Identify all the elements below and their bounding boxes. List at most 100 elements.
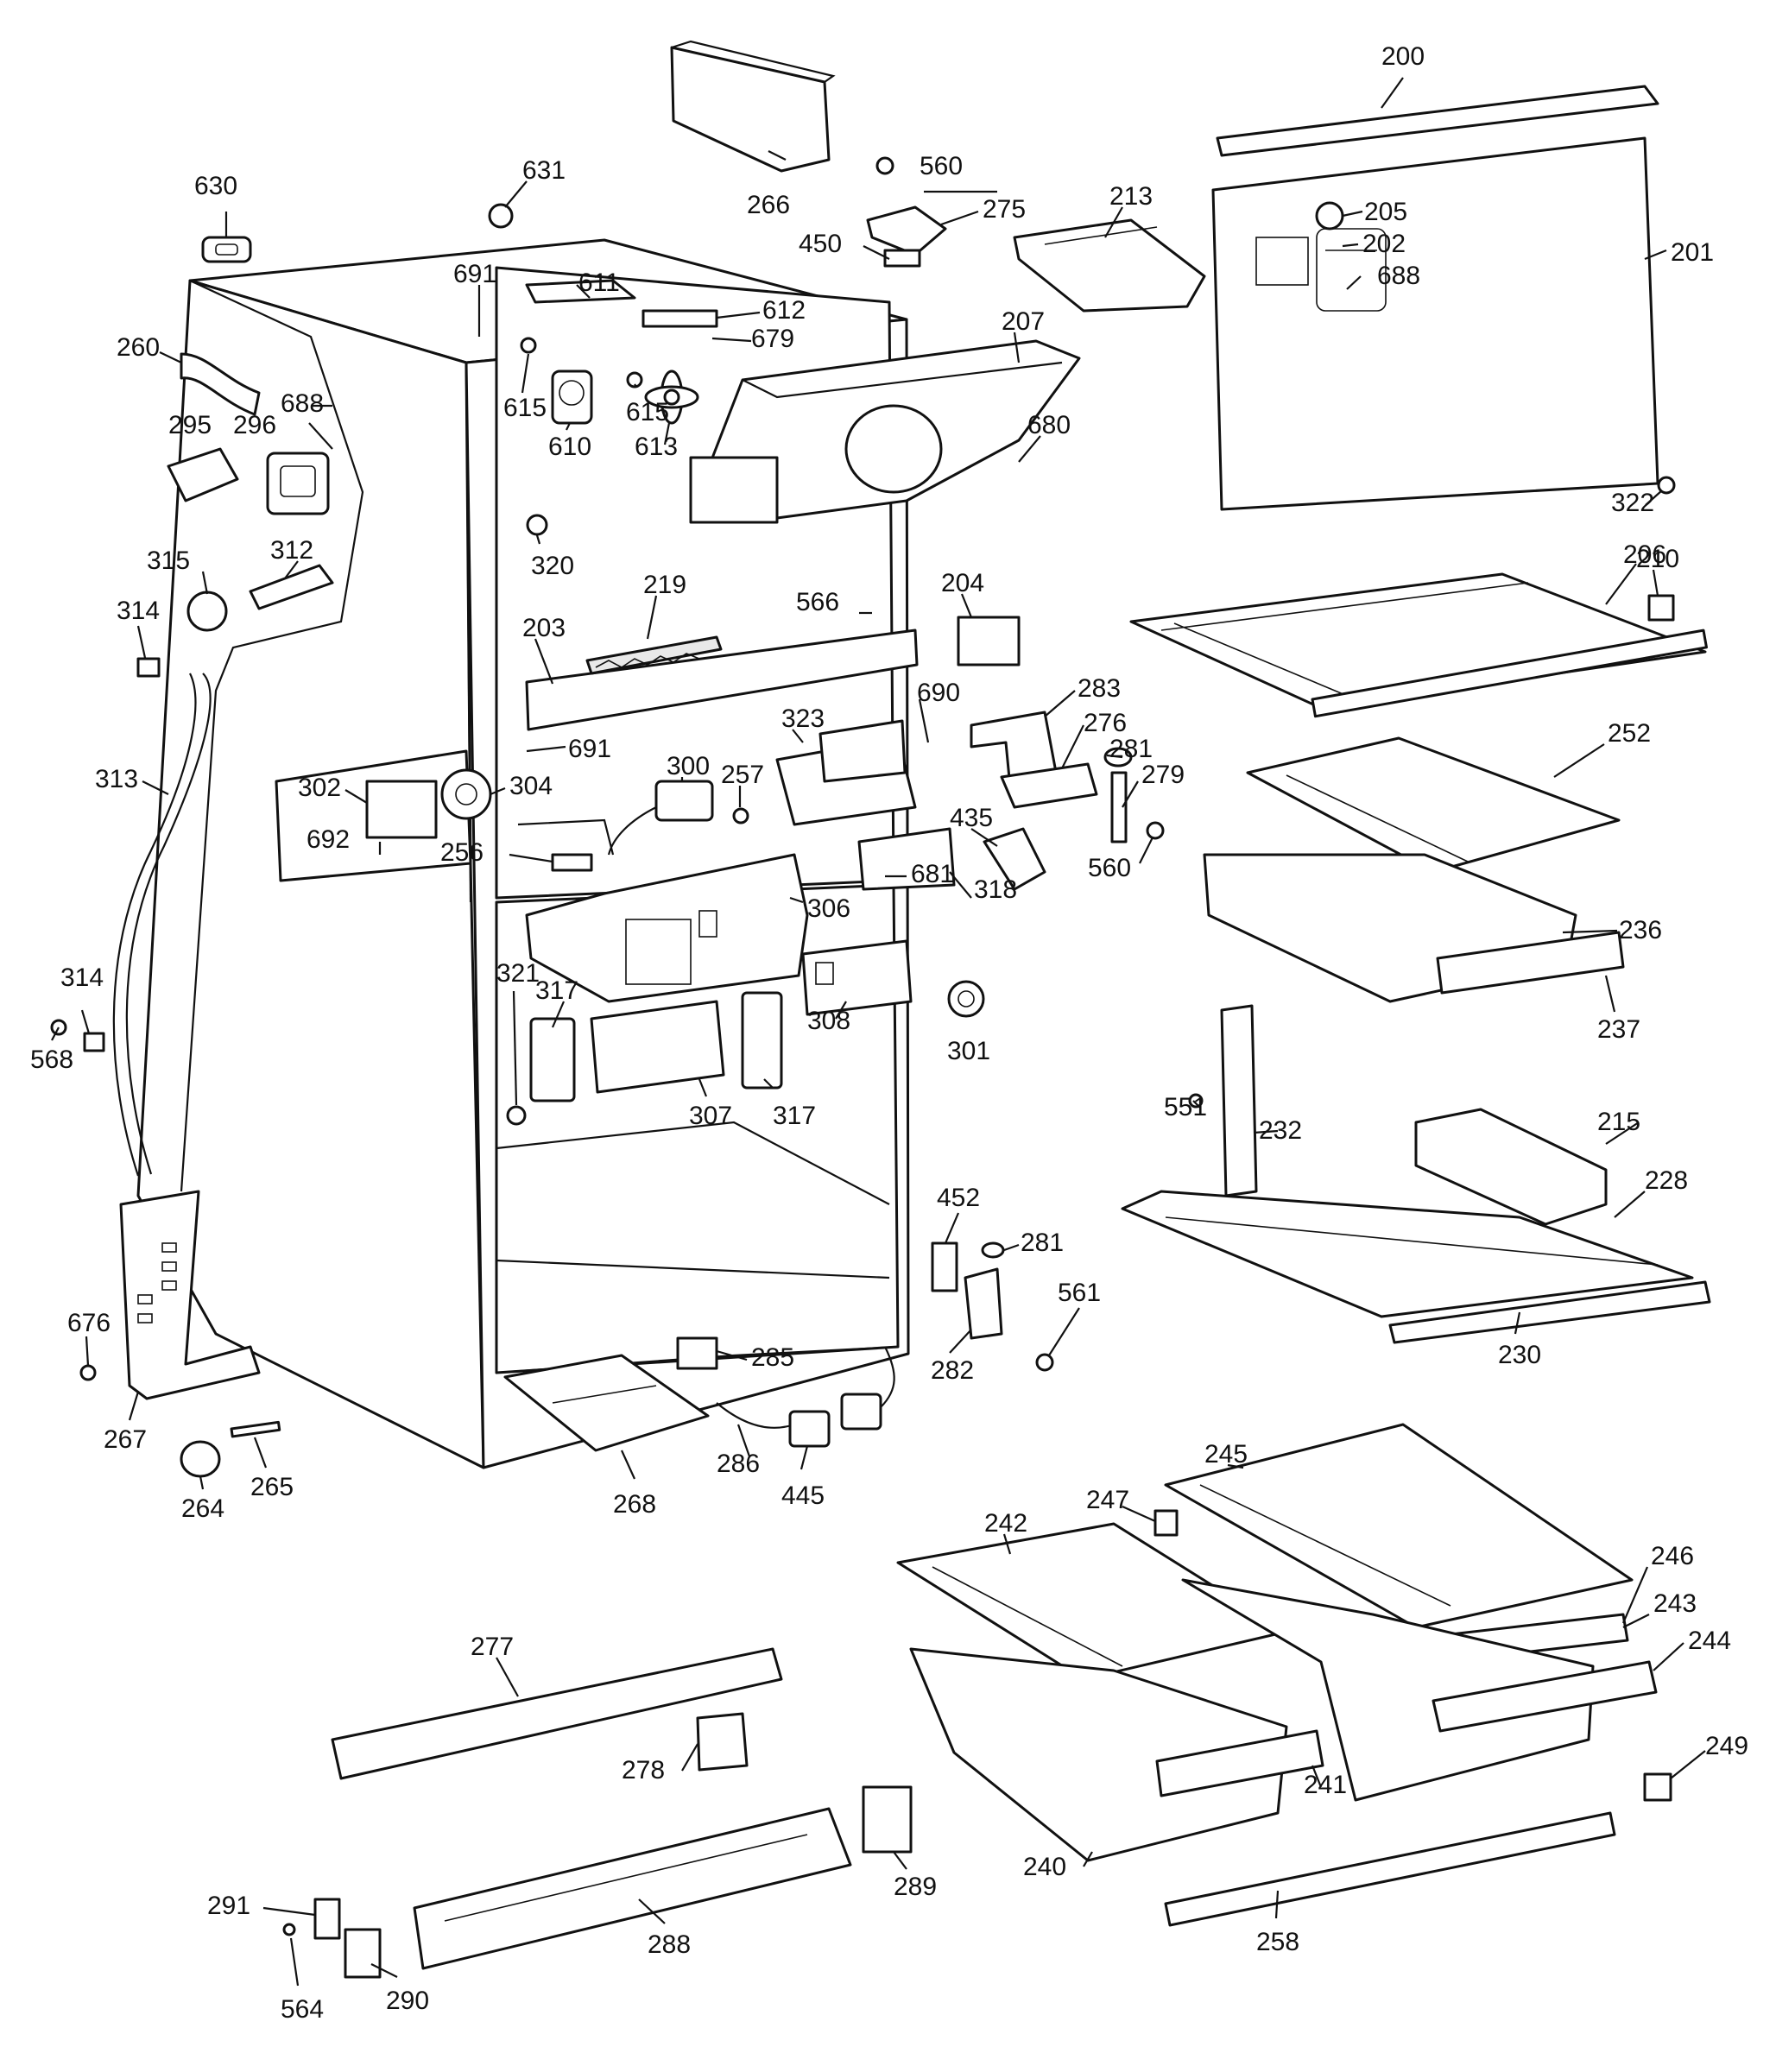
callout-312: 312 [270, 536, 314, 565]
part-302-housing [365, 780, 438, 839]
callout-320: 320 [531, 552, 575, 580]
callout-232: 232 [1259, 1116, 1303, 1145]
part-219 [585, 635, 723, 675]
part-266 [670, 46, 831, 173]
callout-290: 290 [386, 1987, 430, 2015]
part-452 [931, 1241, 958, 1292]
callout-245: 245 [1204, 1440, 1248, 1469]
part-300 [654, 780, 714, 822]
callout-452: 452 [937, 1184, 981, 1212]
part-631 [488, 203, 514, 229]
part-615-left [520, 337, 537, 354]
part-561 [1035, 1353, 1054, 1372]
callout-690: 690 [917, 679, 961, 707]
part-215 [1414, 1108, 1608, 1226]
callout-568: 568 [30, 1045, 74, 1074]
callout-219: 219 [643, 571, 687, 599]
callout-288: 288 [648, 1930, 692, 1959]
callout-307: 307 [689, 1102, 733, 1130]
callout-302: 302 [298, 774, 342, 802]
callout-202: 202 [1362, 230, 1406, 258]
callout-278: 278 [622, 1756, 666, 1785]
part-244 [1432, 1660, 1658, 1733]
part-306 [525, 853, 809, 1003]
part-277 [331, 1647, 783, 1780]
part-282 [964, 1267, 1003, 1340]
callout-252: 252 [1608, 719, 1652, 748]
part-241 [1155, 1729, 1324, 1797]
callout-692: 692 [307, 825, 351, 854]
callout-200: 200 [1381, 42, 1425, 71]
part-318 [857, 827, 956, 891]
callout-322: 322 [1611, 489, 1655, 517]
part-275 [866, 205, 947, 256]
part-295 [167, 447, 239, 502]
part-322 [1657, 476, 1676, 495]
callout-688: 688 [1377, 262, 1421, 290]
part-317-right [741, 991, 783, 1090]
callout-236: 236 [1619, 916, 1663, 944]
callout-282: 282 [931, 1356, 975, 1385]
callout-630: 630 [194, 172, 238, 200]
callout-315: 315 [147, 546, 191, 575]
callout-215: 215 [1597, 1108, 1641, 1136]
callout-283: 283 [1078, 674, 1122, 703]
part-290 [344, 1928, 382, 1979]
drain-tube-313 [112, 673, 212, 1177]
part-228 [1121, 1190, 1694, 1318]
part-249 [1643, 1772, 1672, 1802]
part-301 [947, 980, 985, 1018]
part-281-lower [981, 1241, 1005, 1259]
part-243 [1181, 1578, 1595, 1802]
callout-561: 561 [1058, 1279, 1102, 1307]
callout-445: 445 [781, 1481, 825, 1510]
callout-317: 317 [773, 1102, 817, 1130]
part-257 [732, 807, 749, 824]
part-203 [525, 629, 919, 731]
callout-688: 688 [281, 389, 325, 418]
part-260 [180, 352, 261, 416]
part-291 [313, 1898, 341, 1940]
callout-247: 247 [1086, 1486, 1130, 1514]
callout-243: 243 [1653, 1589, 1697, 1618]
callout-676: 676 [67, 1309, 111, 1337]
callout-323: 323 [781, 704, 825, 733]
callout-681: 681 [911, 860, 955, 888]
part-232 [1220, 1004, 1258, 1197]
callout-631: 631 [522, 156, 566, 185]
part-286 [716, 1402, 795, 1429]
part-268 [503, 1354, 710, 1452]
part-237 [1436, 931, 1625, 995]
part-285 [676, 1336, 718, 1370]
callout-257: 257 [721, 761, 765, 789]
part-202 [1316, 228, 1387, 312]
callout-615: 615 [626, 398, 670, 426]
callout-295: 295 [168, 411, 212, 439]
part-240 [909, 1647, 1288, 1862]
callout-304: 304 [509, 772, 553, 800]
part-200 [1216, 85, 1659, 157]
part-265 [230, 1420, 281, 1438]
callout-564: 564 [281, 1995, 325, 2024]
callout-296: 296 [233, 411, 277, 439]
callout-203: 203 [522, 614, 566, 642]
callout-289: 289 [894, 1873, 938, 1901]
callout-435: 435 [950, 804, 994, 832]
callout-560: 560 [1088, 854, 1132, 882]
part-450 [883, 249, 921, 268]
callout-268: 268 [613, 1490, 657, 1519]
callout-610: 610 [548, 433, 592, 461]
part-307 [590, 1000, 725, 1094]
callout-279: 279 [1141, 761, 1185, 789]
part-613 [644, 370, 699, 425]
part-288 [413, 1807, 852, 1970]
part-296 [266, 452, 330, 515]
part-560 [875, 156, 894, 175]
callout-291: 291 [207, 1892, 251, 1920]
callout-241: 241 [1304, 1771, 1348, 1799]
callout-258: 258 [1256, 1928, 1300, 1956]
callout-286: 286 [717, 1450, 761, 1478]
callout-560: 560 [920, 152, 964, 180]
